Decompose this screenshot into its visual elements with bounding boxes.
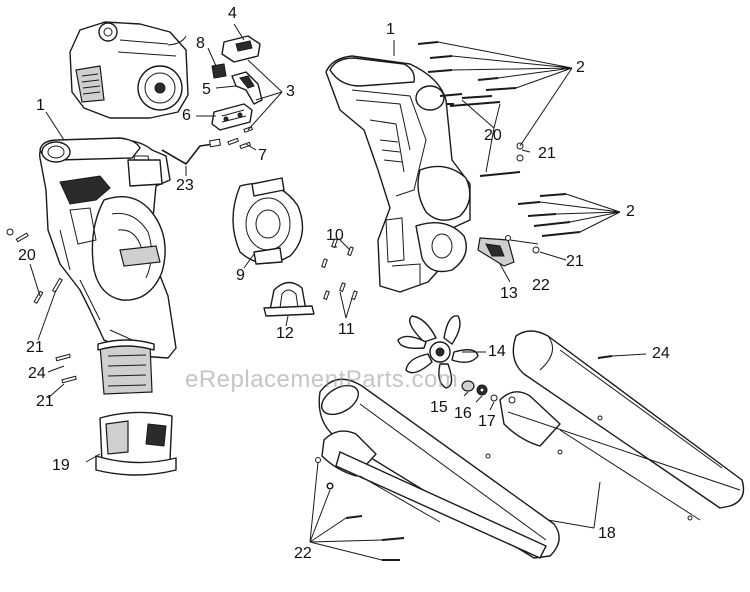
callout-7: 7 (258, 147, 267, 164)
callout-14: 14 (488, 343, 506, 360)
part-6-plate (211, 103, 253, 131)
callout-19: 19 (52, 457, 70, 474)
leader-lines (29, 23, 647, 561)
callout-10: 10 (326, 227, 344, 244)
callout-6: 6 (182, 107, 191, 124)
part-18-lower-tube (318, 378, 563, 559)
part-24-screw-right (597, 355, 613, 359)
callout-24-left: 24 (28, 365, 46, 382)
callout-3: 3 (286, 83, 295, 100)
callout-1-left: 1 (36, 97, 45, 114)
callout-5: 5 (202, 81, 211, 98)
callout-2-top: 2 (576, 59, 585, 76)
part-13-switch (477, 235, 515, 267)
callout-13: 13 (500, 285, 518, 302)
right-housing-half (325, 55, 471, 293)
part-19-collar-connector (97, 339, 155, 395)
callout-9: 9 (236, 267, 245, 284)
part-18-upper-tube (499, 330, 745, 521)
part-8-switch (211, 63, 227, 79)
part-22-screws-bottom (315, 457, 405, 561)
part-9-fan-cover (232, 177, 304, 265)
callout-24-right: 24 (652, 345, 670, 362)
callout-12: 12 (276, 325, 294, 342)
left-housing-half (38, 137, 177, 359)
parts-15-16-17-hardware (461, 380, 498, 402)
callout-21-right-lower: 21 (566, 253, 584, 270)
parts-10-11-screws (321, 238, 358, 301)
part-2-screws-mid (517, 193, 581, 254)
callout-17: 17 (478, 413, 496, 430)
callout-20-right: 20 (484, 127, 502, 144)
callout-21-left-upper: 21 (26, 339, 44, 356)
left-screws (6, 228, 77, 384)
callout-21-right-upper: 21 (538, 145, 556, 162)
callout-4: 4 (228, 5, 237, 22)
part-2-screws-top (417, 41, 517, 105)
part-12-bracket (263, 281, 315, 317)
part-23-throttle-cable (161, 138, 222, 166)
callout-1-right: 1 (386, 21, 395, 38)
callout-20-left: 20 (18, 247, 36, 264)
callout-18: 18 (598, 525, 616, 542)
part-5-trigger (231, 71, 263, 105)
part-14-impeller (397, 315, 479, 389)
callout-8: 8 (196, 35, 205, 52)
engine-assembly (69, 21, 189, 119)
part-19-collar (95, 411, 177, 476)
callout-22-bottom: 22 (294, 545, 312, 562)
callout-22-right: 22 (532, 277, 550, 294)
part-4-bracket (221, 35, 261, 63)
callout-16: 16 (454, 405, 472, 422)
callout-23: 23 (176, 177, 194, 194)
callout-21-left-lower: 21 (36, 393, 54, 410)
callout-15: 15 (430, 399, 448, 416)
watermark: eReplacementParts.com (185, 366, 459, 393)
callout-11: 11 (338, 321, 355, 338)
callout-2-mid: 2 (626, 203, 635, 220)
